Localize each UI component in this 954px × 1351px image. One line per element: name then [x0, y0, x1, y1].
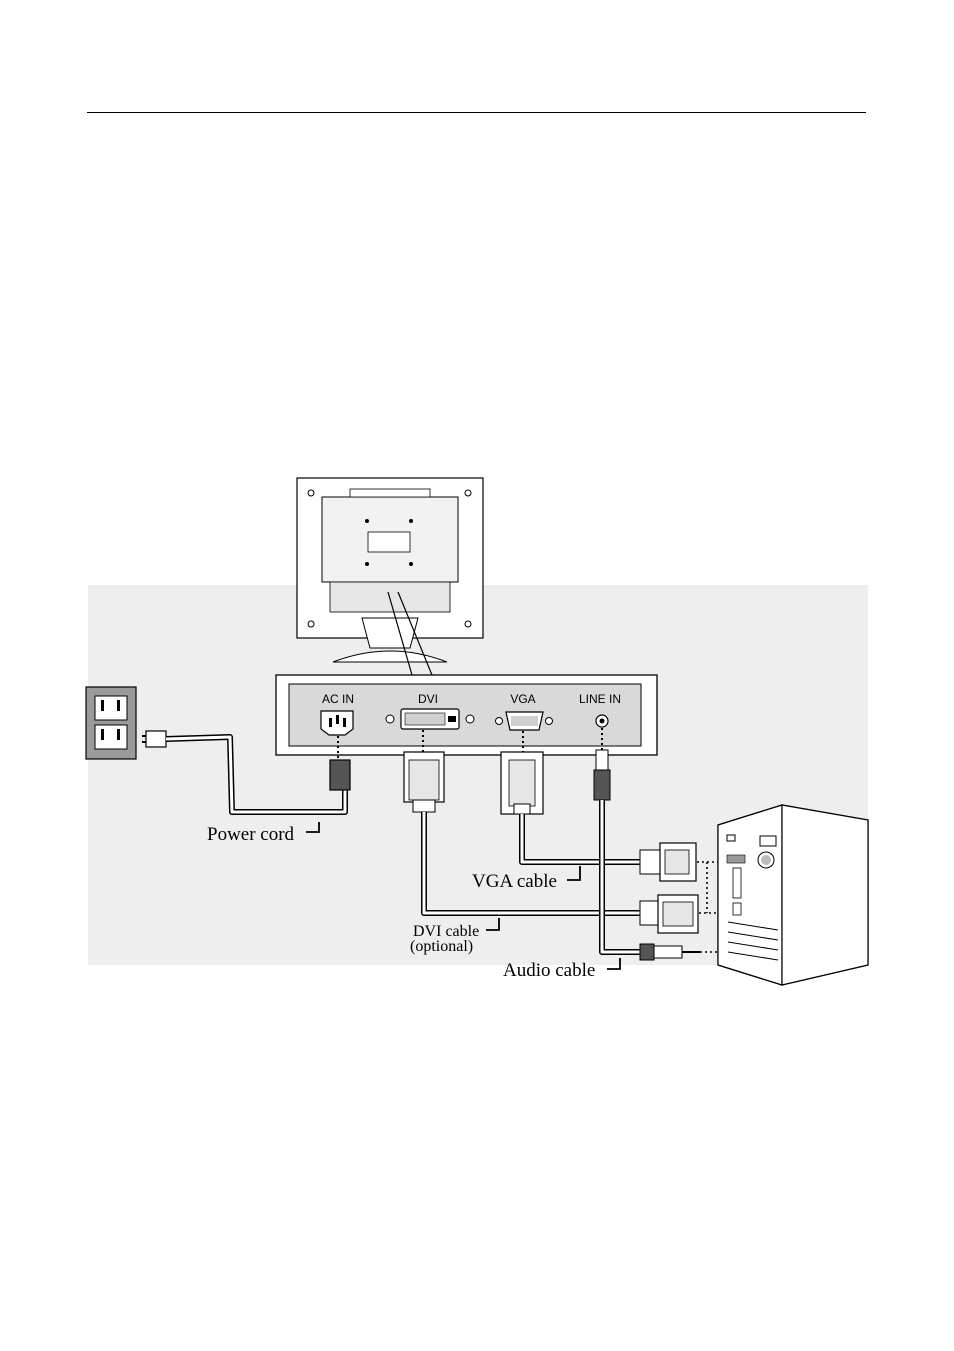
callout-power-cord: Power cord [207, 824, 295, 845]
callout-leader-lines [306, 822, 621, 970]
signal-cables [421, 800, 640, 955]
pc-side-connectors [639, 842, 700, 961]
dvi-port-icon [385, 708, 475, 730]
callout-dvi-optional: (optional) [410, 938, 473, 955]
callout-vga-cable: VGA cable [472, 871, 557, 892]
port-label-vga: VGA [510, 692, 535, 706]
vga-port-icon [495, 711, 553, 731]
port-label-line-in: LINE IN [579, 692, 621, 706]
audio-cable-plug [593, 749, 611, 801]
port-link-dotted-lines [337, 728, 603, 760]
port-label-ac-in: AC IN [322, 692, 354, 706]
vga-cable-plug [500, 751, 544, 815]
callout-audio-cable: Audio cable [503, 960, 595, 981]
callout-dvi-cable: DVI cable [413, 923, 479, 940]
header-rule [87, 112, 866, 113]
port-label-dvi: DVI [418, 692, 438, 706]
dvi-cable-plug [403, 751, 445, 813]
ac-socket-icon [320, 710, 354, 736]
monitor-back-icon [296, 477, 484, 676]
computer-tower-icon [717, 804, 869, 986]
wall-outlet-icon [85, 686, 137, 760]
line-in-jack-icon [595, 714, 609, 728]
power-cord [142, 730, 351, 815]
